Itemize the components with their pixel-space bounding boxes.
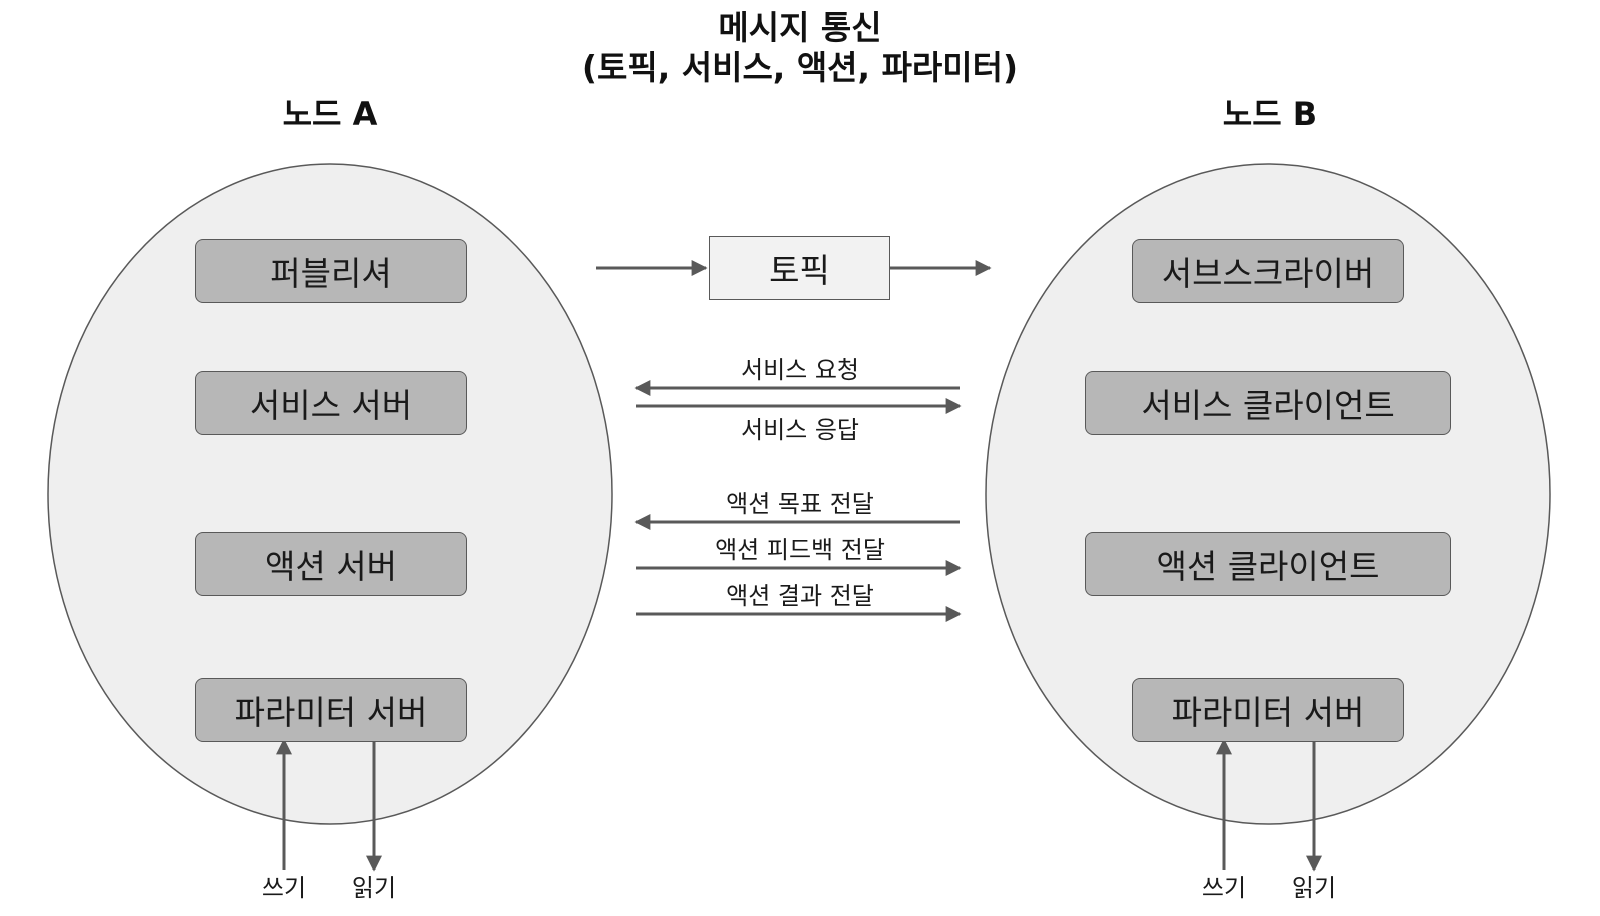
service-client-box: 서비스 클라이언트 — [1085, 371, 1451, 435]
action-client-box: 액션 클라이언트 — [1085, 532, 1451, 596]
diagram-title: 메시지 통신 — [718, 8, 882, 47]
node-b-parameter-server-box: 파라미터 서버 — [1132, 678, 1404, 742]
node-a-write-label: 쓰기 — [261, 874, 307, 902]
node-a-parameter-server-box: 파라미터 서버 — [195, 678, 467, 742]
diagram-subtitle: (토픽, 서비스, 액션, 파라미터) — [581, 48, 1019, 87]
node-b-ellipse — [985, 163, 1551, 825]
service-server-box: 서비스 서버 — [195, 371, 467, 435]
action-goal-label: 액션 목표 전달 — [726, 490, 874, 518]
publisher-box: 퍼블리셔 — [195, 239, 467, 303]
action-server-box: 액션 서버 — [195, 532, 467, 596]
node-a-ellipse — [47, 163, 613, 825]
action-result-label: 액션 결과 전달 — [726, 582, 874, 610]
node-b-write-label: 쓰기 — [1201, 874, 1247, 902]
service-response-label: 서비스 응답 — [740, 416, 860, 444]
topic-box: 토픽 — [709, 236, 890, 300]
service-request-label: 서비스 요청 — [740, 356, 860, 384]
node-b-read-label: 읽기 — [1291, 874, 1337, 902]
node-a-title: 노드 A — [282, 95, 378, 133]
node-a-read-label: 읽기 — [351, 874, 397, 902]
action-feedback-label: 액션 피드백 전달 — [715, 536, 885, 564]
subscriber-box: 서브스크라이버 — [1132, 239, 1404, 303]
node-b-title: 노드 B — [1222, 95, 1318, 133]
